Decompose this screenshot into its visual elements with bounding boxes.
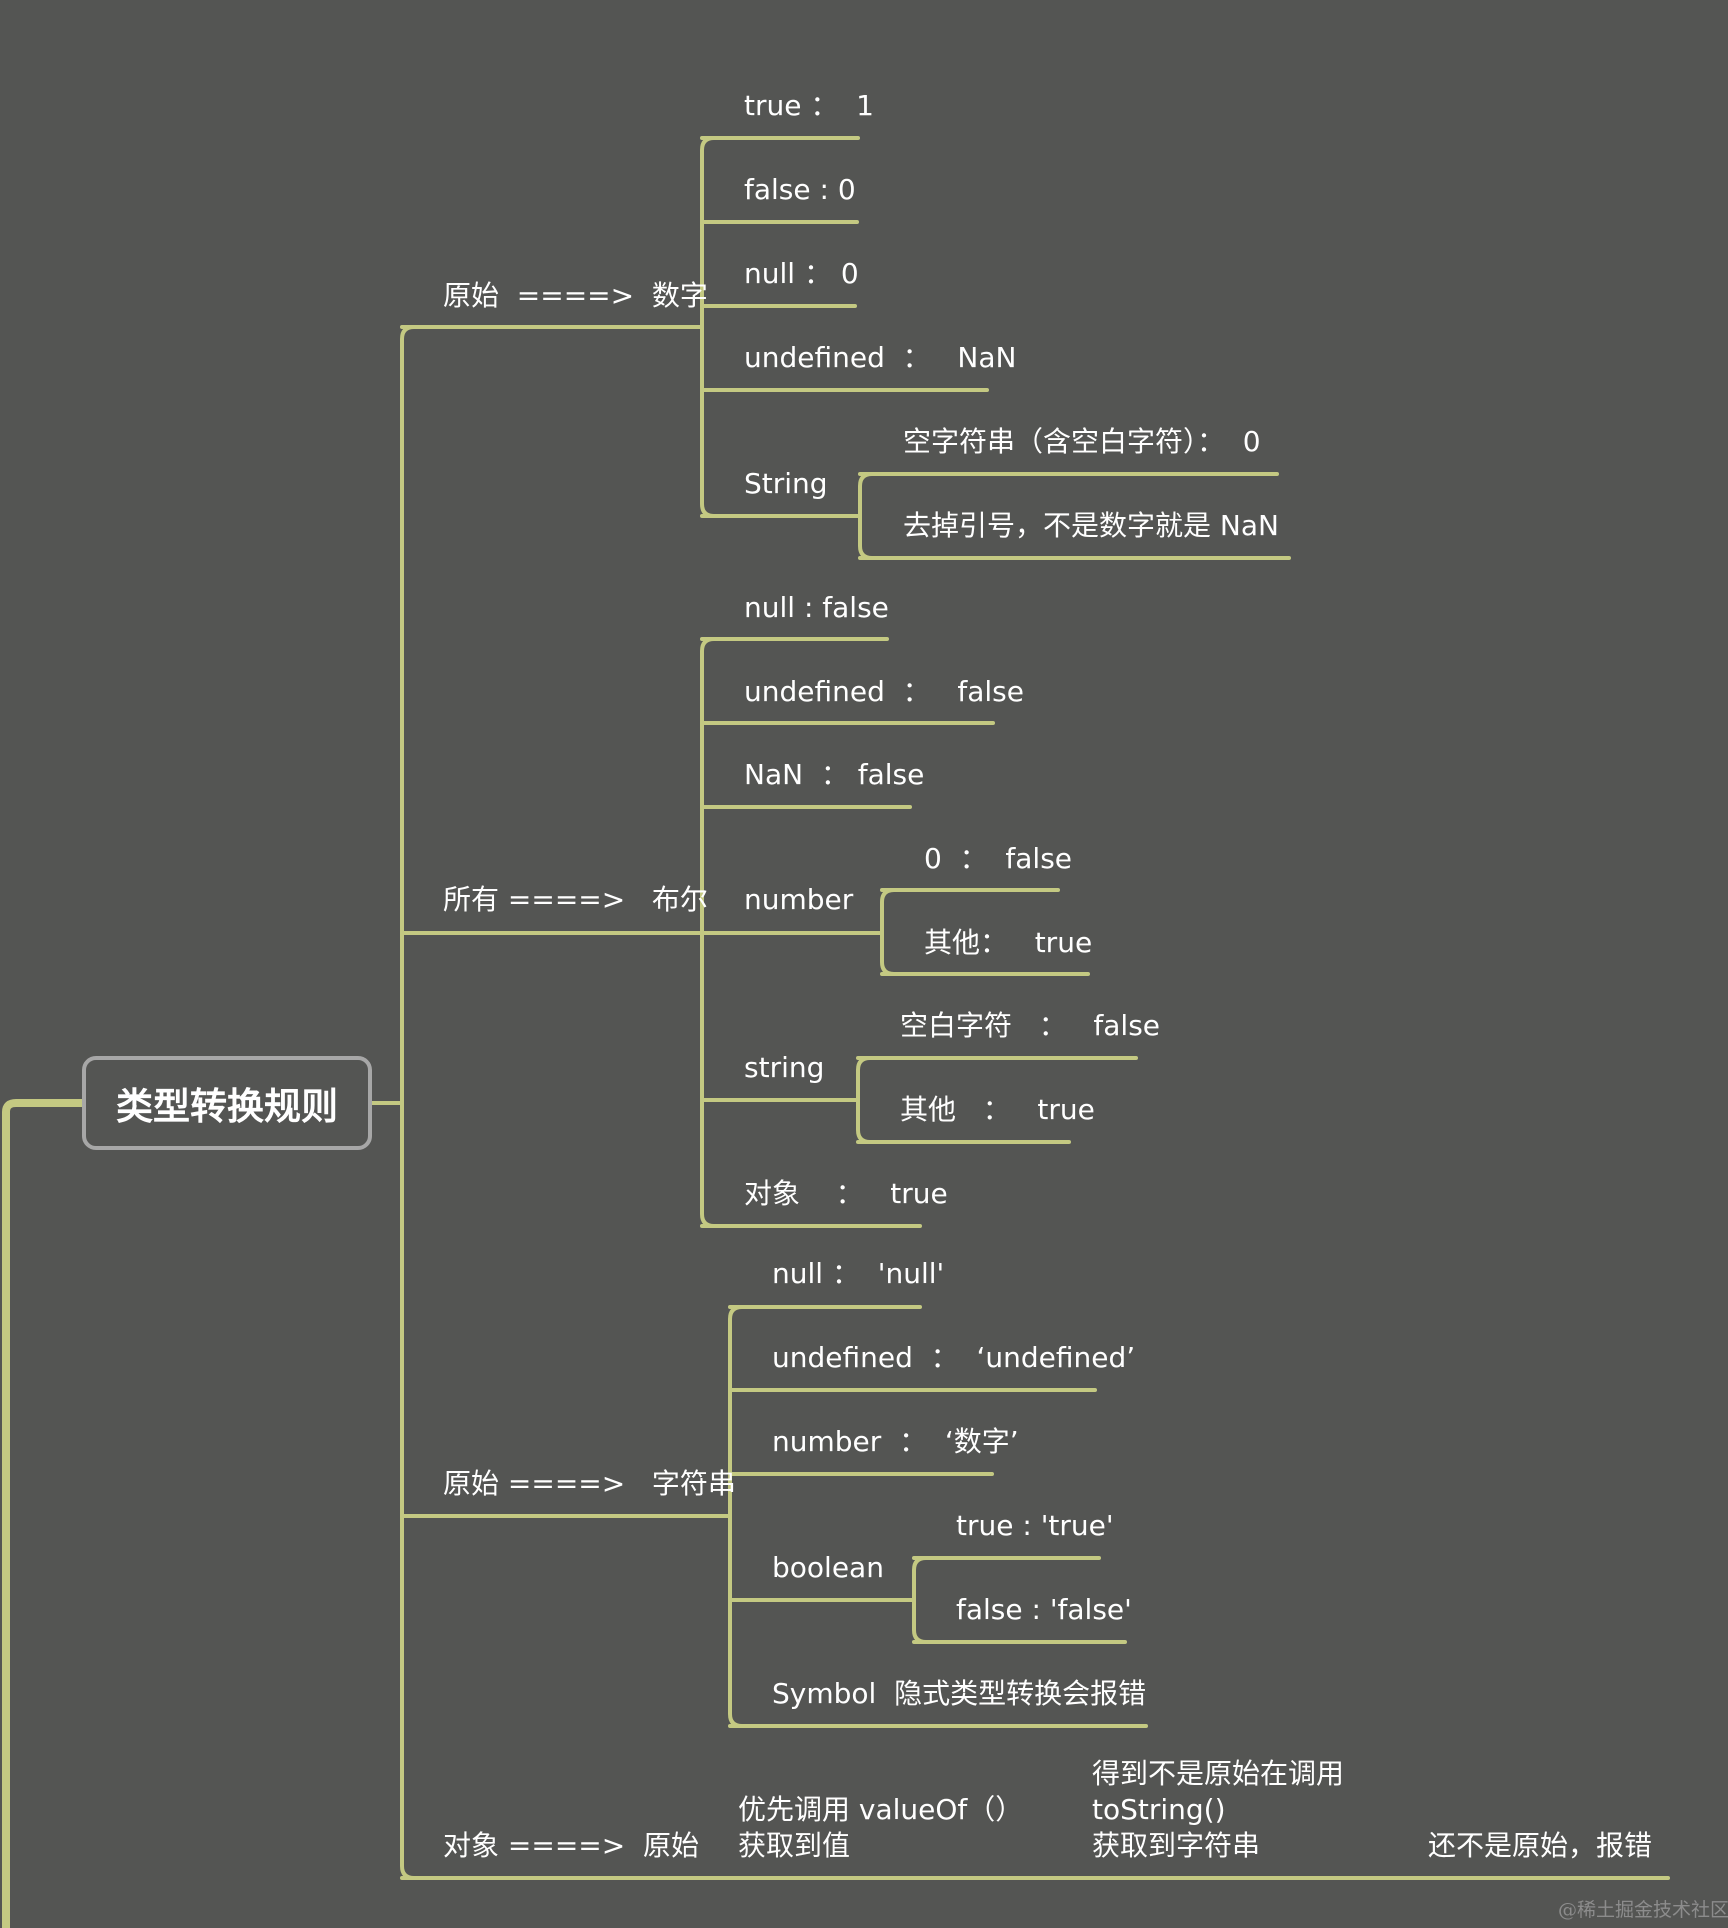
main-spine <box>400 325 416 1880</box>
obj-step2-line2: toString() <box>1092 1793 1226 1826</box>
obj-step2-line3: 获取到字符串 <box>1092 1829 1261 1862</box>
bool-nan: NaN ： false <box>744 758 925 791</box>
branch-primitive-to-string: 原始 ====> 字符串 <box>443 1467 736 1500</box>
bool-number-other: 其他： true <box>924 926 1093 959</box>
trunk-left <box>2 1099 86 1928</box>
num-true: true ： 1 <box>744 89 874 122</box>
str-symbol: Symbol 隐式类型转换会报错 <box>772 1677 1147 1710</box>
str-boolean-bracket <box>912 1556 928 1644</box>
obj-step3: 还不是原始，报错 <box>1428 1829 1653 1862</box>
bool-object: 对象 ： true <box>744 1177 948 1210</box>
str-boolean: boolean <box>772 1551 884 1584</box>
bool-string-blank: 空白字符 ： false <box>900 1009 1161 1042</box>
str-number: number ： ‘数字’ <box>772 1425 1019 1458</box>
bool-string: string <box>744 1051 825 1084</box>
watermark: @稀土掘金技术社区 <box>1558 1899 1728 1921</box>
bool-null: null : false <box>744 591 889 624</box>
num-string: String <box>744 467 828 500</box>
bool-undefined: undefined ： false <box>744 675 1024 708</box>
obj-step1-line2: 获取到值 <box>738 1829 851 1862</box>
bool-string-bracket <box>856 1056 872 1144</box>
str-null: null ： 'null' <box>772 1257 945 1290</box>
branch1-bracket <box>700 136 716 518</box>
branch-all-to-boolean: 所有 ====> 布尔 <box>443 883 708 916</box>
num-string-other: 去掉引号，不是数字就是 NaN <box>903 509 1279 542</box>
num-false: false : 0 <box>744 173 856 206</box>
bool-number: number <box>744 883 854 916</box>
obj-step2-line1: 得到不是原始在调用 <box>1092 1757 1345 1790</box>
bool-string-other: 其他 ： true <box>900 1093 1095 1126</box>
str-boolean-false: false : 'false' <box>956 1593 1132 1626</box>
root-node: 类型转换规则 <box>82 1056 372 1150</box>
num-string-bracket <box>858 472 874 560</box>
num-string-empty: 空字符串（含空白字符）： 0 <box>903 425 1261 458</box>
num-undefined: undefined ： NaN <box>744 341 1017 374</box>
bool-number-zero: 0 ： false <box>924 842 1073 875</box>
obj-step1-line1: 优先调用 valueOf（） <box>738 1793 1024 1826</box>
branch-primitive-to-number: 原始 ====> 数字 <box>443 279 708 312</box>
branch3-bracket <box>728 1305 744 1728</box>
str-undefined: undefined ： ‘undefined’ <box>772 1341 1136 1374</box>
bool-number-bracket <box>880 888 896 976</box>
str-boolean-true: true : 'true' <box>956 1509 1114 1542</box>
branch-object-to-primitive: 对象 ====> 原始 <box>443 1829 700 1862</box>
num-null: null ： 0 <box>744 257 859 290</box>
